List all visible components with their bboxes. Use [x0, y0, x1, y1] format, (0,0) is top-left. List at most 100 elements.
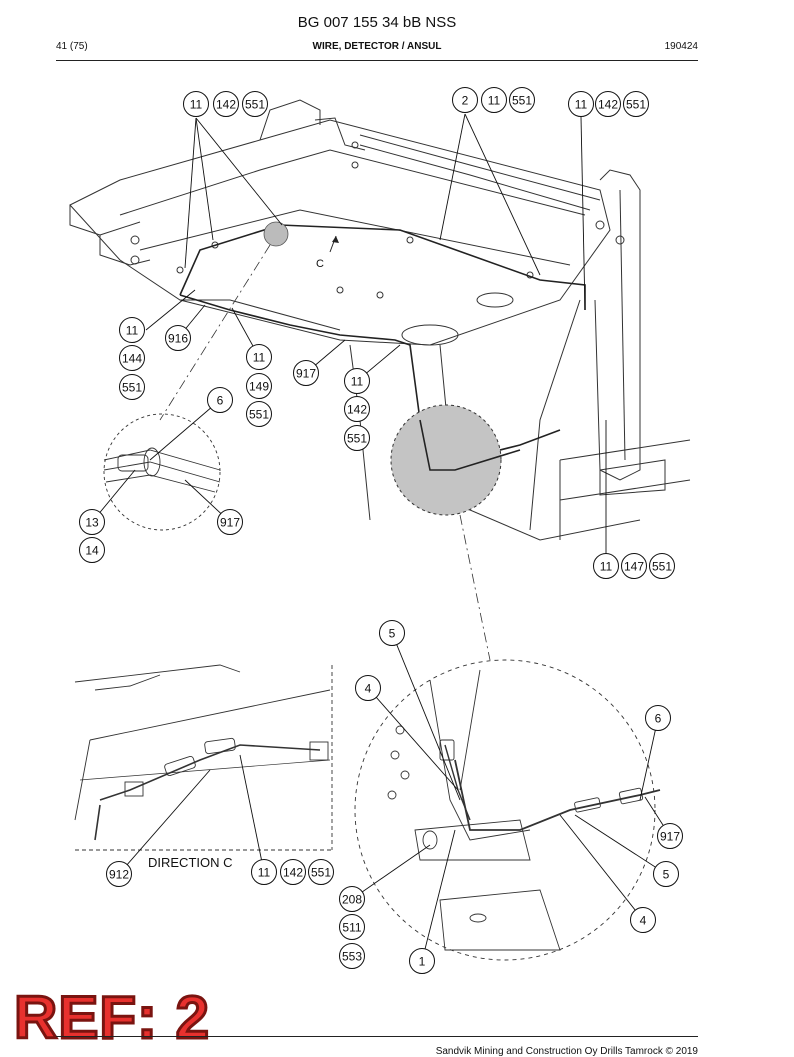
callout-551: 551	[649, 553, 675, 579]
callout-circle	[481, 87, 507, 113]
callout-circle	[509, 87, 535, 113]
callout-circle	[242, 91, 268, 117]
callout-number: 551	[245, 98, 265, 112]
callout-number: 142	[283, 866, 303, 880]
callout-number: 142	[216, 98, 236, 112]
callout-11: 11	[481, 87, 507, 113]
detail-view-left	[103, 413, 221, 531]
callout-11: 11	[568, 91, 594, 117]
callout-511: 511	[339, 914, 365, 940]
callout-142: 142	[280, 859, 306, 885]
callout-912: 912	[106, 861, 132, 887]
machine-frame	[69, 99, 691, 541]
callout-11: 11	[183, 91, 209, 117]
callout-number: 14	[85, 544, 99, 558]
callout-circle	[344, 396, 370, 422]
callout-circle	[119, 317, 145, 343]
callout-circle	[593, 553, 619, 579]
callout-circle	[106, 861, 132, 887]
section-title: WIRE, DETECTOR / ANSUL	[312, 41, 442, 52]
callout-number: 917	[660, 830, 680, 844]
detail-area-magnified	[390, 404, 502, 516]
callout-11: 11	[119, 317, 145, 343]
callout-149: 149	[246, 373, 272, 399]
callout-circle	[213, 91, 239, 117]
callout-circle	[653, 861, 679, 887]
callout-circle	[657, 823, 683, 849]
callout-917: 917	[217, 509, 243, 535]
callout-number: 917	[220, 516, 240, 530]
callout-number: 11	[488, 94, 501, 108]
callout-circle	[217, 509, 243, 535]
callout-4: 4	[630, 907, 656, 933]
callout-circle	[379, 620, 405, 646]
callout-circle	[595, 91, 621, 117]
callout-number: 208	[342, 893, 362, 907]
document-date: 190424	[664, 41, 698, 52]
callout-11: 11	[251, 859, 277, 885]
callout-circle	[409, 948, 435, 974]
callout-circle	[79, 509, 105, 535]
callout-number: 6	[655, 712, 662, 726]
page-number: 41 (75)	[56, 41, 88, 52]
callout-circle	[119, 374, 145, 400]
callout-number: 149	[249, 380, 269, 394]
callout-number: 144	[122, 352, 142, 366]
callout-number: 11	[600, 560, 613, 574]
callout-14: 14	[79, 537, 105, 563]
callout-circle	[293, 360, 319, 386]
callout-number: 11	[253, 351, 266, 365]
callout-circle	[568, 91, 594, 117]
callout-number: 6	[217, 394, 224, 408]
callout-208: 208	[339, 886, 365, 912]
callout-number: 551	[249, 408, 269, 422]
callout-circle	[246, 344, 272, 370]
callout-1: 1	[409, 948, 435, 974]
callout-142: 142	[344, 396, 370, 422]
detector-wire-main	[179, 224, 586, 466]
callout-144: 144	[119, 345, 145, 371]
callout-number: 551	[512, 94, 532, 108]
callout-circle	[452, 87, 478, 113]
callout-number: 551	[122, 381, 142, 395]
callout-circle	[649, 553, 675, 579]
callout-circle	[119, 345, 145, 371]
leader-lines	[91, 113, 671, 962]
callout-circle	[246, 373, 272, 399]
callout-147: 147	[621, 553, 647, 579]
callout-917: 917	[657, 823, 683, 849]
callout-142: 142	[595, 91, 621, 117]
callout-number: 916	[168, 332, 188, 346]
callout-6: 6	[207, 387, 233, 413]
callout-number: 912	[109, 868, 129, 882]
callout-551: 551	[242, 91, 268, 117]
callout-circle	[246, 401, 272, 427]
callout-circle	[339, 914, 365, 940]
callout-551: 551	[308, 859, 334, 885]
callout-circle	[630, 907, 656, 933]
callout-circle	[79, 537, 105, 563]
view-label-c: C	[316, 258, 324, 270]
callout-circle	[280, 859, 306, 885]
copyright-footer: Sandvik Mining and Construction Oy Drill…	[435, 1046, 698, 1057]
callout-551: 551	[119, 374, 145, 400]
callout-circle	[623, 91, 649, 117]
callout-917: 917	[293, 360, 319, 386]
callout-number: 11	[351, 375, 364, 389]
document-title: BG 007 155 34 bB NSS	[297, 14, 457, 31]
callout-circle	[355, 675, 381, 701]
direction-c-view	[74, 664, 333, 851]
callout-551: 551	[344, 425, 370, 451]
callout-2: 2	[452, 87, 478, 113]
header-rule	[56, 60, 698, 61]
callout-number: 147	[624, 560, 644, 574]
callout-circle	[339, 886, 365, 912]
callout-circle	[621, 553, 647, 579]
callout-number: 5	[389, 627, 396, 641]
callout-553: 553	[339, 943, 365, 969]
callout-number: 551	[626, 98, 646, 112]
callout-number: 142	[598, 98, 618, 112]
callout-circle	[645, 705, 671, 731]
callout-5: 5	[653, 861, 679, 887]
